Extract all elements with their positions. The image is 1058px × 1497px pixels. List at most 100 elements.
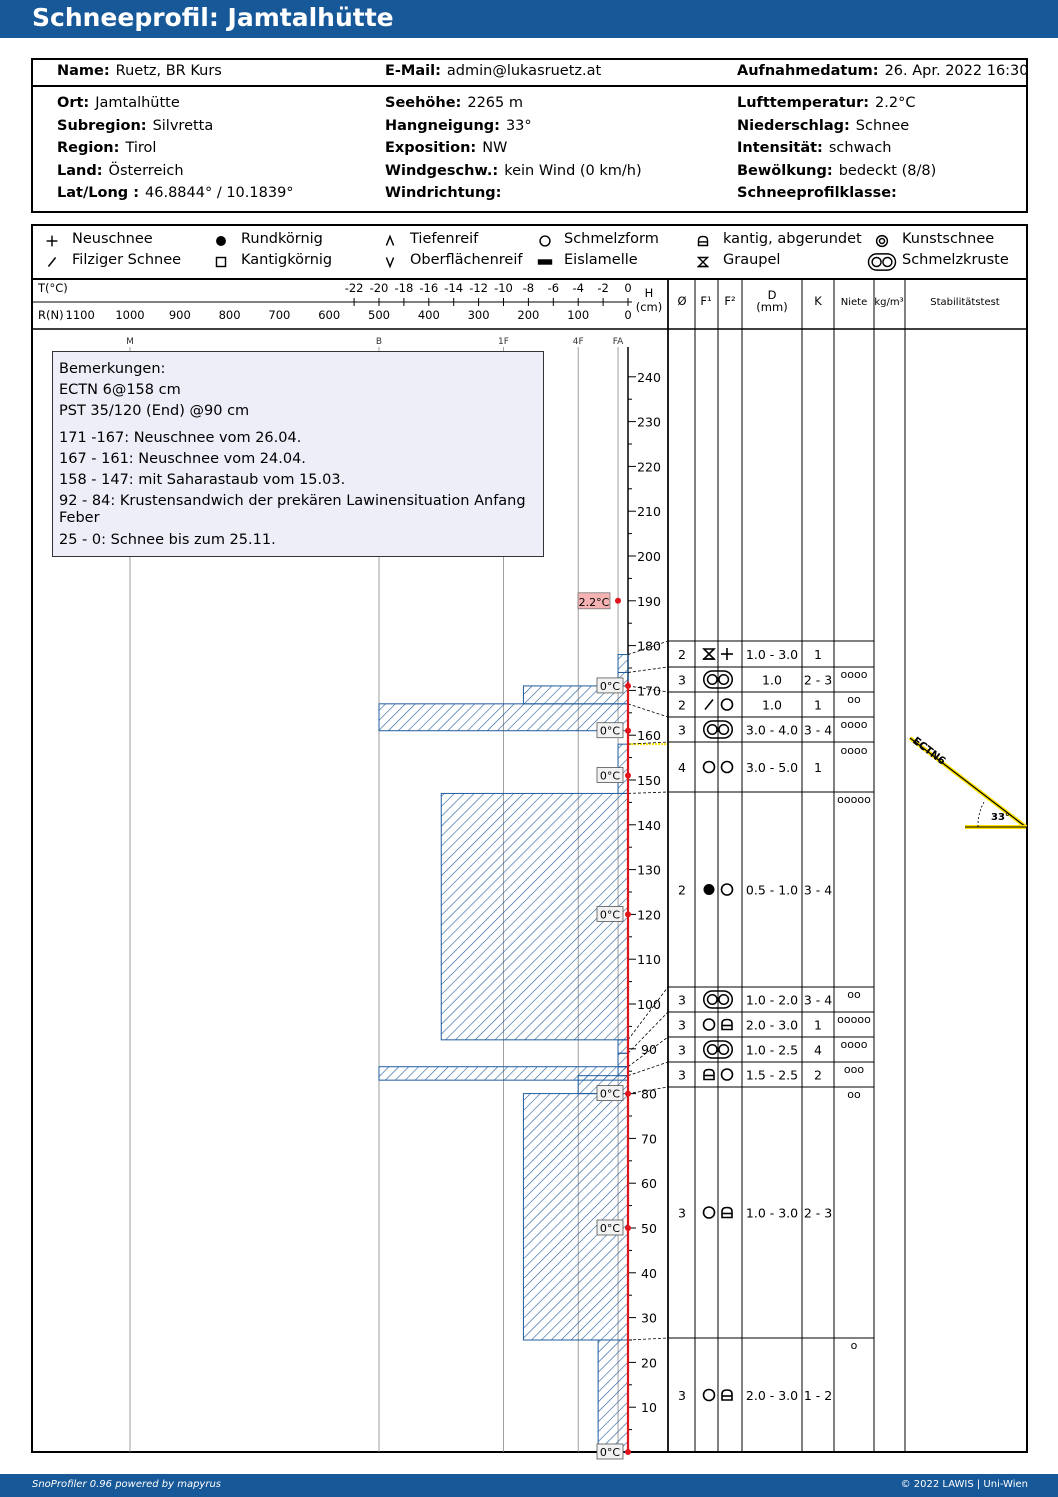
remarks-note: 171 -167: Neuschnee vom 26.04. — [59, 430, 302, 446]
hardness-class-value: 2 - 3 — [804, 673, 832, 688]
melt-crust-icon — [702, 990, 734, 1009]
r-tick-label: 700 — [268, 308, 290, 322]
hardness-mark: 4F — [573, 337, 584, 347]
moisture-value: 3 — [678, 673, 686, 688]
t-tick-label: -2 — [597, 281, 608, 295]
height-tick-label: 180 — [637, 639, 661, 654]
r-tick-label: 200 — [517, 308, 539, 322]
slash-icon — [47, 257, 57, 267]
hardness-bar — [617, 654, 629, 673]
temperature-point — [625, 1225, 631, 1231]
temperature-label: 0°C — [600, 770, 620, 783]
hardness-class-value: 1 — [814, 760, 822, 775]
t-tick-label: -4 — [572, 281, 583, 295]
hardness-bar — [617, 1039, 629, 1054]
moisture-value: 3 — [678, 1018, 686, 1033]
melt-crust-icon — [702, 720, 734, 739]
moisture-value: 2 — [678, 647, 686, 662]
height-tick-label: 70 — [641, 1131, 657, 1146]
stability-test-label: ECTN6 — [910, 735, 948, 768]
info-row: Schneeprofilklasse: — [737, 185, 897, 201]
height-tick-label: 200 — [637, 549, 661, 564]
height-tick-label: 230 — [637, 415, 661, 430]
caret-down-icon — [385, 257, 395, 269]
height-tick-label: 130 — [637, 863, 661, 878]
hardness-class-value: 1 — [814, 698, 822, 713]
column-header: K — [814, 294, 822, 308]
grain-size-value: 3.0 - 4.0 — [746, 723, 798, 738]
height-tick-label: 80 — [641, 1087, 657, 1102]
remarks-heading: Bemerkungen: — [59, 361, 166, 377]
remarks-note: 92 - 84: Krustensandwich der prekären La… — [59, 493, 526, 526]
column-header: kg/m³ — [874, 297, 903, 308]
height-tick-label: 90 — [641, 1042, 657, 1057]
square-icon — [215, 256, 227, 268]
temperature-label: 0°C — [600, 1222, 620, 1235]
temperature-point — [625, 1449, 631, 1455]
grain-size-value: 1.0 — [762, 698, 782, 713]
filled-circle-icon — [703, 884, 715, 895]
melt-crust-icon — [702, 670, 734, 689]
r-tick-label: 100 — [567, 308, 589, 322]
grain-size-value: 1.0 — [762, 673, 782, 688]
height-tick-label: 190 — [637, 594, 661, 609]
circle-icon — [539, 235, 551, 247]
t-tick-label: -16 — [419, 281, 438, 295]
info-row: Bewölkung:bedeckt (8/8) — [737, 162, 937, 179]
height-tick-label: 50 — [641, 1221, 657, 1236]
hardness-class-value: 3 - 4 — [804, 723, 832, 738]
niete-value: ooooo — [837, 793, 871, 806]
height-tick-label: 220 — [637, 459, 661, 474]
niete-value: oooo — [841, 668, 868, 681]
grain-size-value: 0.5 - 1.0 — [746, 883, 798, 898]
temperature-label: 0°C — [600, 908, 620, 921]
rounded-square-icon — [721, 1206, 733, 1219]
hourglass-icon — [696, 256, 710, 268]
info-row: Intensität:schwach — [737, 140, 892, 156]
plus-icon — [46, 235, 58, 247]
rounded-square-icon — [721, 1389, 733, 1401]
circle-icon — [702, 1388, 716, 1402]
legend-icons — [46, 234, 897, 271]
hardness-class-value: 1 — [814, 1018, 822, 1033]
hardness-mark: FA — [613, 337, 624, 347]
t-tick-label: -6 — [548, 281, 559, 295]
hardness-bar — [597, 1339, 629, 1453]
t-tick-label: -10 — [494, 281, 513, 295]
circle-icon — [720, 883, 734, 896]
r-tick-label: 600 — [318, 308, 340, 322]
moisture-value: 2 — [678, 883, 686, 898]
footer-bar: SnoProfiler 0.96 powered by mapyrus © 20… — [0, 1474, 1058, 1497]
niete-value: o — [851, 1339, 858, 1352]
air-temperature-point — [615, 597, 621, 604]
column-header: H — [645, 286, 654, 300]
r-tick-label: 800 — [219, 308, 241, 322]
hardness-bar — [378, 1066, 629, 1081]
t-axis-label: T(°C) — [37, 281, 68, 295]
remarks-test: ECTN 6@158 cm — [59, 382, 181, 398]
niete-value: oo — [847, 1088, 861, 1101]
r-tick-label: 0 — [624, 308, 631, 322]
info-panel — [31, 58, 1028, 213]
double-circle-icon — [875, 234, 889, 248]
email-row: E-Mail:admin@lukasruetz.at — [385, 63, 602, 79]
niete-value: oo — [847, 693, 861, 706]
rounded-square-icon — [721, 1018, 733, 1031]
hardness-class-value: 2 - 3 — [804, 1206, 832, 1221]
temperature-label: 0°C — [600, 1446, 620, 1459]
temperature-point — [625, 911, 631, 918]
grain-size-value: 1.0 - 2.5 — [746, 1043, 798, 1058]
column-header: F² — [724, 294, 735, 308]
t-tick-label: -22 — [345, 281, 364, 295]
grain-size-value: 2.0 - 3.0 — [746, 1388, 798, 1403]
niete-value: ooooo — [837, 1013, 871, 1026]
bar-icon — [537, 259, 553, 265]
height-tick-label: 140 — [637, 818, 661, 833]
legend-label-rounded-square: kantig, abgerundet — [723, 231, 862, 247]
remarks-test: PST 35/120 (End) @90 cm — [59, 403, 250, 419]
temperature-label: 0°C — [600, 1088, 620, 1101]
info-row: Windrichtung: — [385, 185, 502, 201]
r-tick-label: 1000 — [115, 308, 144, 322]
t-tick-label: 0 — [624, 281, 631, 295]
